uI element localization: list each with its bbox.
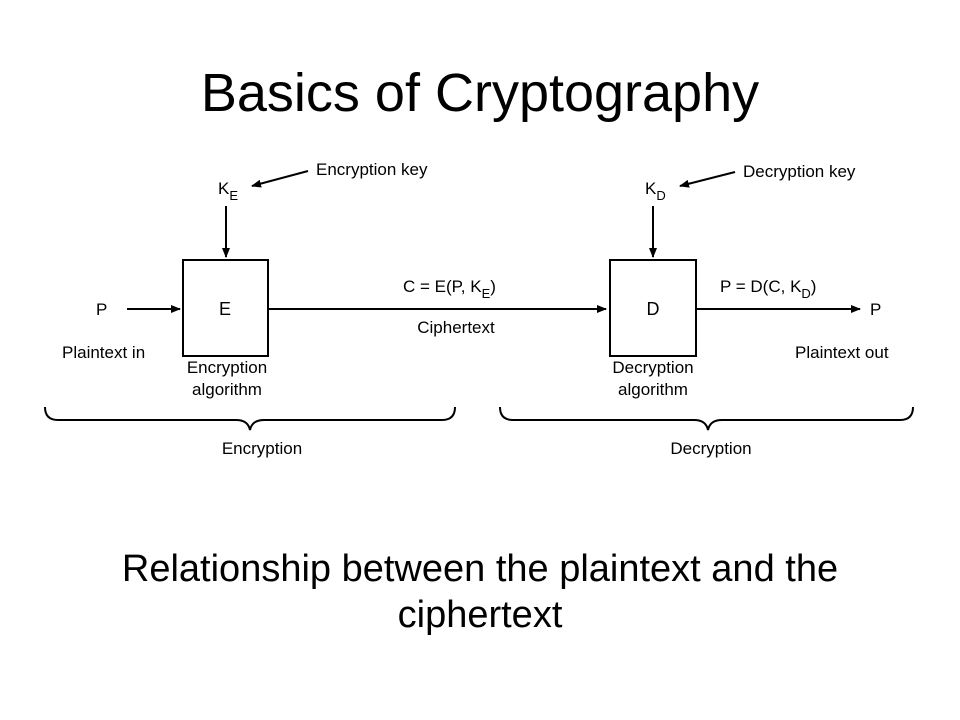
- encryption-algorithm-label-line2: algorithm: [192, 380, 262, 399]
- plaintext-in-symbol: P: [96, 300, 107, 319]
- encryption-key-label: Encryption key: [316, 160, 428, 179]
- decryption-brace: [499, 406, 914, 431]
- encryption-box: [182, 259, 269, 357]
- encryption-section-label: Encryption: [222, 439, 302, 458]
- ciphertext-label: Ciphertext: [417, 318, 495, 337]
- decryption-key-label: Decryption key: [743, 162, 856, 181]
- ciphertext-equation: C = E(P, KE): [403, 277, 496, 301]
- slide-title: Basics of Cryptography: [200, 63, 760, 123]
- decryption-algorithm-label-line2: algorithm: [618, 380, 688, 399]
- slide-caption: Relationship between the plaintext and t…: [121, 548, 839, 636]
- decryption-box: [609, 259, 697, 357]
- decryption-box-label: D: [647, 299, 660, 319]
- decryption-section-label: Decryption: [670, 439, 751, 458]
- encryption-box-label: E: [219, 299, 231, 319]
- decryption-key-pointer-arrow: [679, 171, 736, 188]
- plaintext-out-symbol: P: [870, 300, 881, 319]
- encryption-key-symbol: KE: [218, 179, 238, 203]
- decryption-algorithm-label-line1: Decryption: [612, 358, 693, 377]
- encryption-key-pointer-arrow: [251, 170, 309, 188]
- encryption-brace: [44, 406, 456, 431]
- plaintext-in-label: Plaintext in: [62, 343, 145, 362]
- plaintext-equation: P = D(C, KD): [720, 277, 816, 301]
- decryption-key-symbol: KD: [645, 179, 666, 203]
- plaintext-out-label: Plaintext out: [795, 343, 889, 362]
- encryption-algorithm-label-line1: Encryption: [187, 358, 267, 377]
